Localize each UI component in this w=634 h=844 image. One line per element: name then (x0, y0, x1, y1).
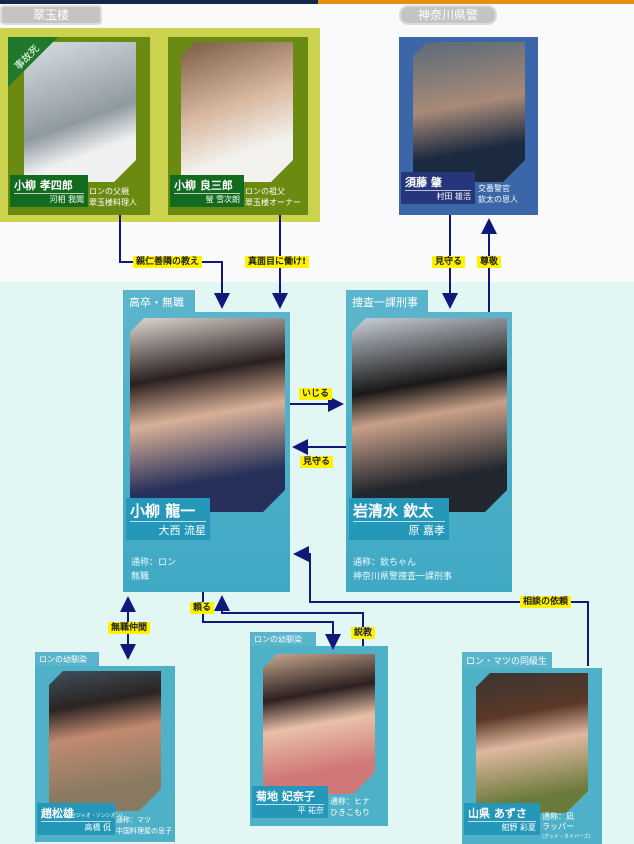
relation-label-rely: 頼る (190, 602, 215, 614)
role-tag: 高卒・無職 (123, 290, 195, 312)
role-tag: ロンの幼馴染 (250, 632, 316, 648)
role-tag: ロンの幼馴染 (35, 652, 99, 668)
character-name: 趙松雄(ジャオ・ソンシオン) (41, 807, 123, 822)
top-bar (0, 0, 318, 4)
character-card-sudo[interactable]: 須藤 肇 村田 雄浩 交番警官欽太の恩人 (399, 37, 538, 215)
name-box: 岩清水 欽太 原 嘉孝 (349, 498, 449, 540)
name-box: 須藤 肇 村田 雄浩 (401, 172, 475, 204)
character-desc: 通称：ロン無職 (131, 558, 177, 582)
actor-name: 原 嘉孝 (408, 524, 446, 537)
portrait-photo (263, 654, 375, 794)
character-name: 須藤 肇 (405, 174, 471, 191)
role-tag: 捜査一課刑事 (346, 290, 428, 312)
top-bar-accent (318, 0, 634, 4)
portrait-photo (181, 42, 293, 182)
character-desc: 通称：マツ中国料理屋の息子 (116, 816, 172, 835)
name-box: 小柳 孝四郎 河相 我聞 (10, 175, 88, 207)
character-desc: 通称：欽ちゃん神奈川県警捜査一課刑事 (353, 558, 453, 582)
portrait-photo (24, 42, 136, 182)
character-name: 山県 あずさ (468, 805, 536, 822)
actor-name: 村田 雄浩 (436, 192, 471, 201)
relation-label-consult: 相談の依頼 (520, 596, 572, 608)
relation-label-jobless-friends: 無職仲間 (108, 622, 151, 634)
character-card-hina[interactable]: 菊地 妃奈子 平 祐奈 通称：ヒナひきこもり (250, 646, 388, 826)
character-name: 小柳 龍一 (130, 500, 206, 522)
name-box: 菊地 妃奈子 平 祐奈 (252, 786, 328, 818)
character-name: 菊地 妃奈子 (256, 788, 324, 805)
character-desc: 通称：凪ラッパー(グッド・ネイバーズ) (542, 812, 591, 840)
relation-label-teaching: 親仁善隣の教え (133, 256, 203, 268)
character-desc: 交番警官欽太の恩人 (478, 184, 518, 204)
character-card-azusa[interactable]: 山県 あずさ 紺野 彩夏 通称：凪ラッパー(グッド・ネイバーズ) (462, 668, 602, 844)
name-box: 趙松雄(ジャオ・ソンシオン) 高橋 侃 (37, 803, 123, 835)
actor-name: 河相 我聞 (49, 195, 84, 204)
character-name: 小柳 孝四郎 (14, 177, 84, 194)
character-desc: 通称：ヒナひきこもり (330, 797, 370, 817)
portrait-photo (130, 318, 285, 512)
role-tag: ロン・マツの同級生 (462, 652, 552, 670)
character-card-matsu[interactable]: 趙松雄(ジャオ・ソンシオン) 高橋 侃 通称：マツ中国料理屋の息子 (35, 666, 175, 842)
portrait-photo (49, 671, 161, 811)
name-box: 山県 あずさ 紺野 彩夏 (464, 803, 540, 835)
character-desc: ロンの祖父翠玉楼オーナー (245, 187, 301, 207)
group-tag-kanagawa-police: 神奈川県警 (399, 5, 497, 25)
portrait-photo (413, 42, 525, 182)
relation-label-work-hard: 真面目に働け! (245, 256, 310, 268)
arrow-consult (293, 546, 589, 666)
relation-label-lecture: 説教 (351, 627, 376, 639)
character-name: 岩清水 欽太 (353, 500, 445, 522)
relation-label-watch-over-ron: 見守る (300, 456, 334, 468)
relation-label-watch-over: 見守る (432, 256, 466, 268)
actor-name: 平 祐奈 (297, 806, 324, 815)
name-box: 小柳 良三郎 螢 雪次朗 (170, 175, 244, 207)
group-tag-suigyokuro: 翠玉楼 (0, 5, 102, 25)
character-card-ron[interactable]: 小柳 龍一 大西 流星 通称：ロン無職 (123, 312, 290, 592)
character-card-kinta[interactable]: 岩清水 欽太 原 嘉孝 通称：欽ちゃん神奈川県警捜査一課刑事 (346, 312, 512, 592)
character-name: 小柳 良三郎 (174, 177, 240, 194)
name-reading: (ジャオ・ソンシオン) (74, 813, 123, 819)
relation-label-tease: いじる (299, 388, 333, 400)
portrait-photo (352, 318, 507, 512)
actor-name: 螢 雪次朗 (205, 195, 240, 204)
portrait-photo (476, 673, 588, 813)
actor-name: 大西 流星 (158, 524, 207, 537)
actor-name: 高橋 侃 (84, 823, 111, 832)
relation-label-respect: 尊敬 (477, 256, 502, 268)
name-box: 小柳 龍一 大西 流星 (126, 498, 210, 540)
character-desc: ロンの父親翠玉楼料理人 (89, 187, 137, 207)
character-card-ryozaburo[interactable]: 小柳 良三郎 螢 雪次朗 ロンの祖父翠玉楼オーナー (168, 37, 308, 215)
character-card-koshiro[interactable]: 小柳 孝四郎 河相 我聞 ロンの父親翠玉楼料理人 (8, 37, 150, 215)
actor-name: 紺野 彩夏 (501, 823, 536, 832)
